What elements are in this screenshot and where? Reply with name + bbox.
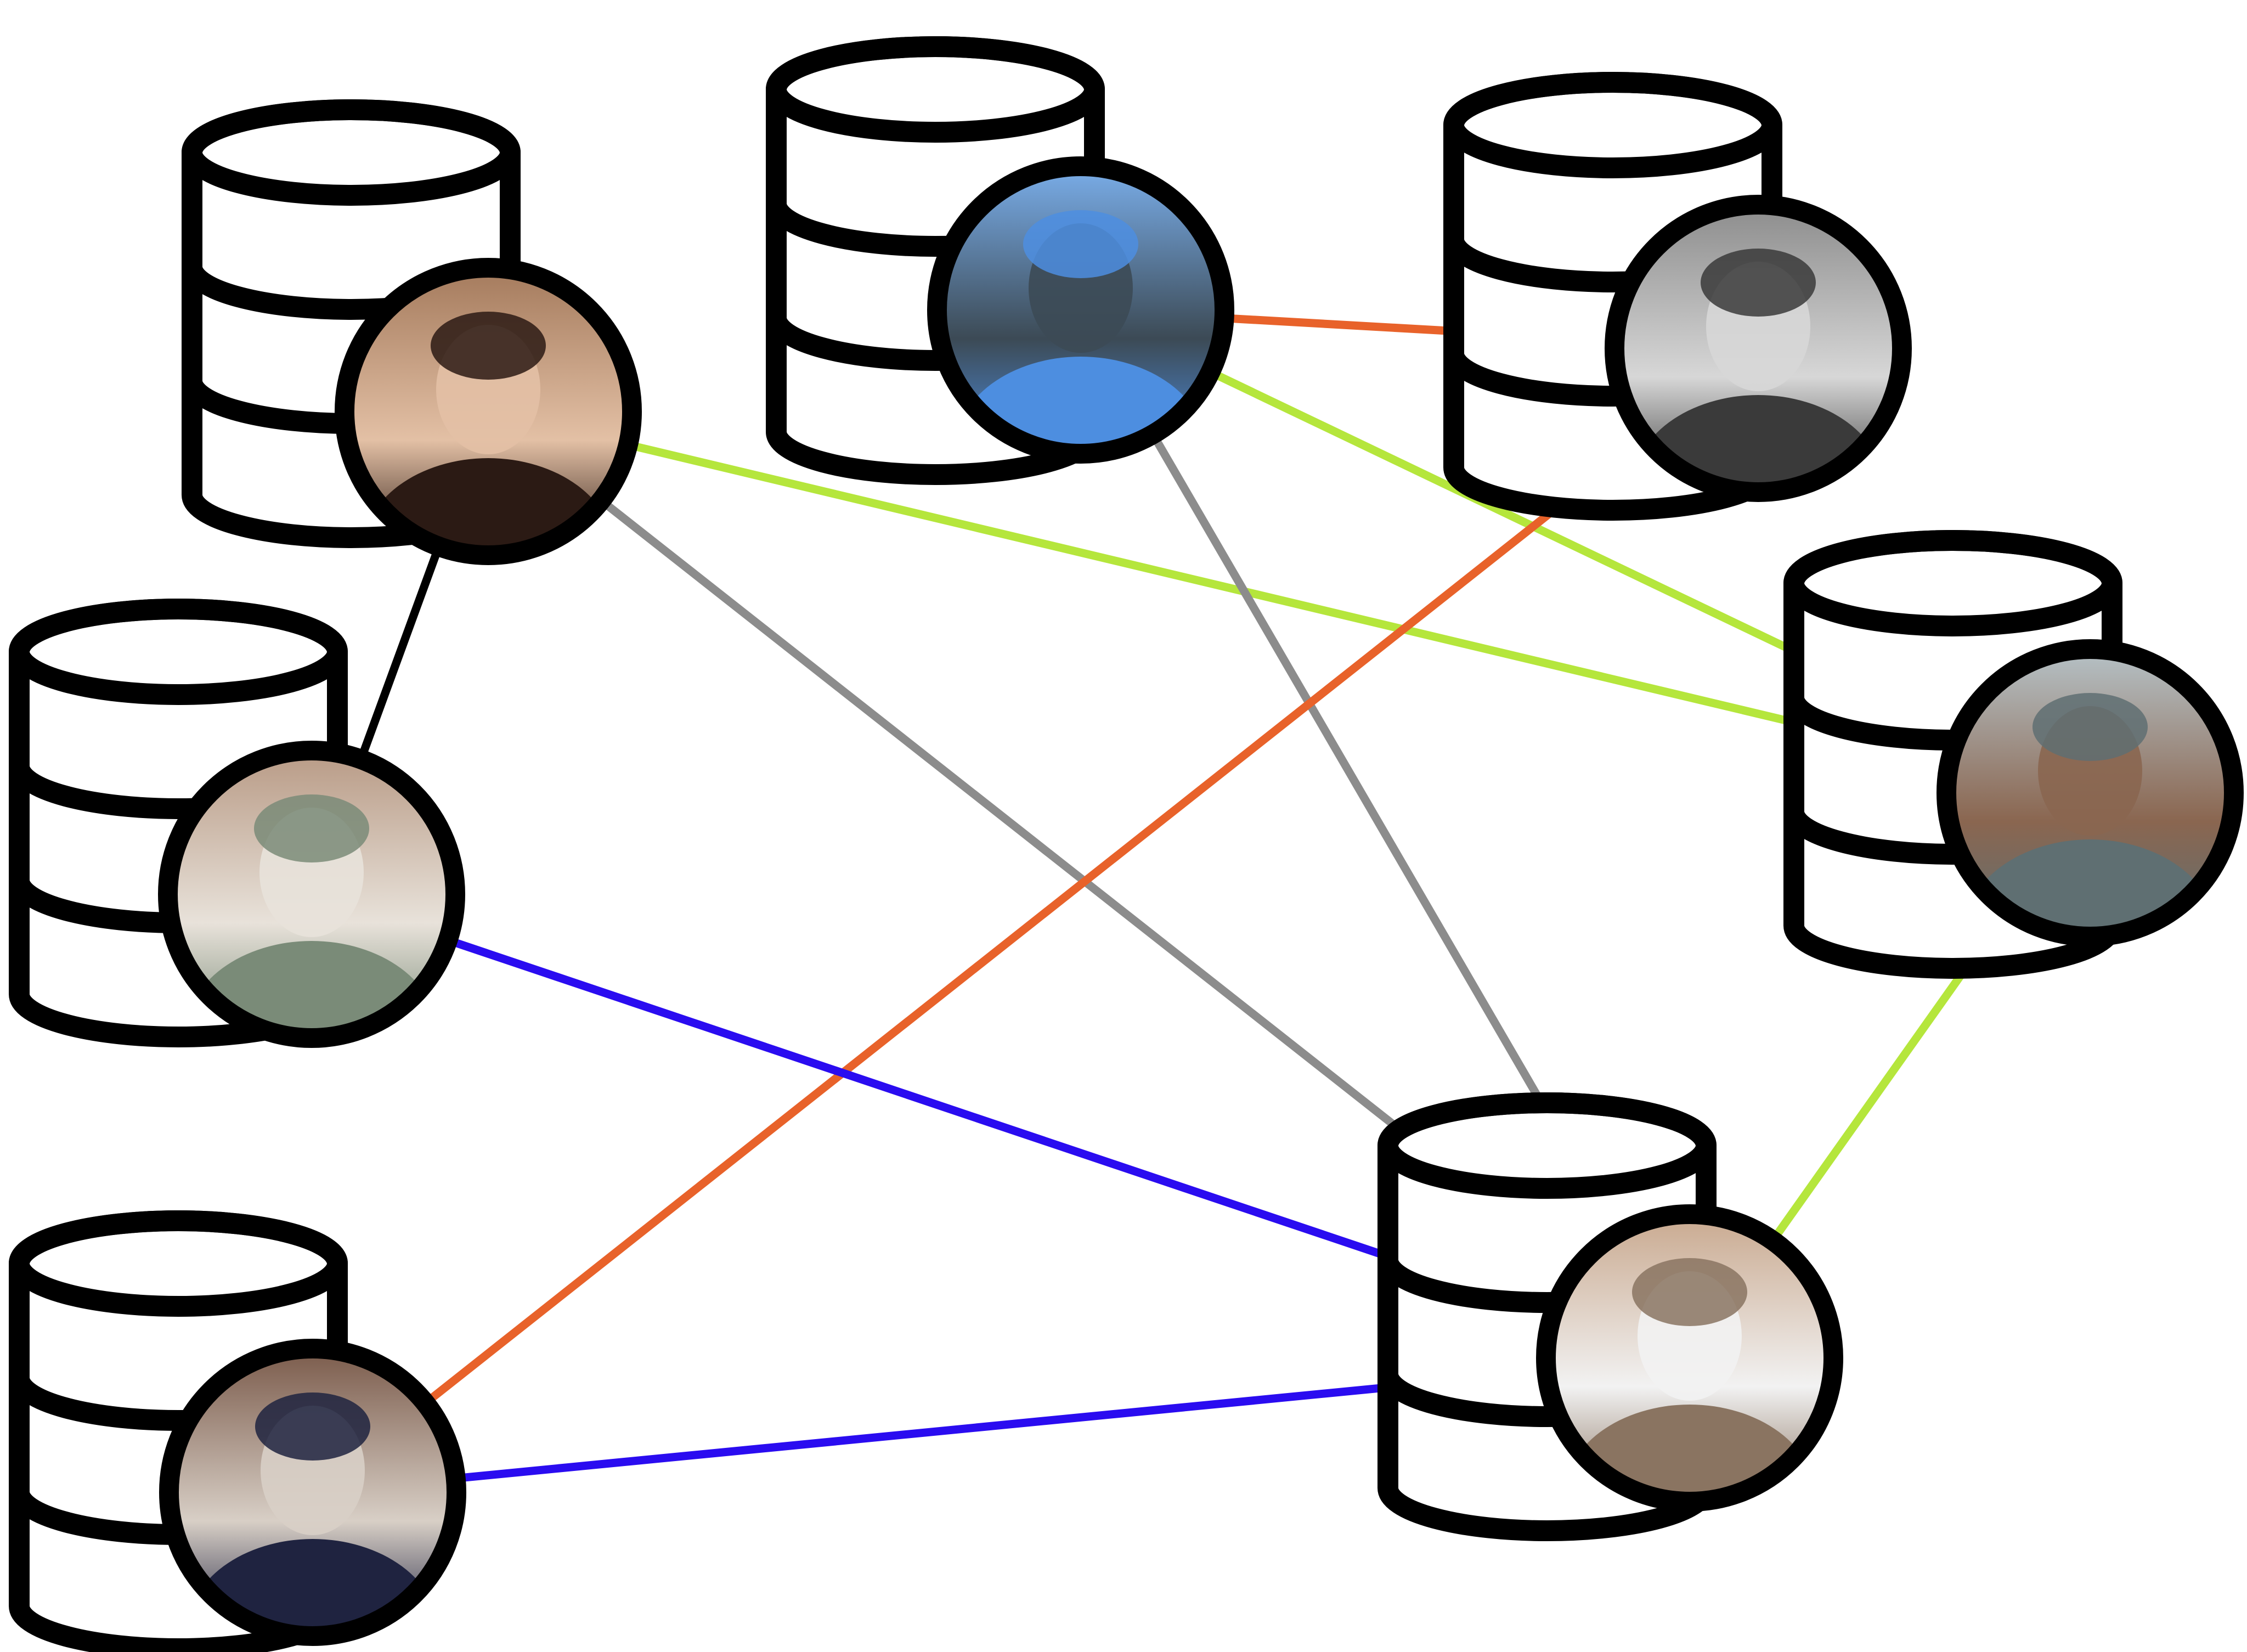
person-avatar xyxy=(159,1339,466,1646)
node-person-5 xyxy=(1783,530,2244,979)
database-lid xyxy=(9,599,348,705)
node-person-7 xyxy=(1377,1092,1843,1541)
person-avatar xyxy=(335,258,642,565)
database-lid xyxy=(9,1210,348,1317)
database-lid xyxy=(1443,72,1782,178)
database-lid xyxy=(1783,530,2122,636)
node-person-3 xyxy=(1443,72,1912,521)
node-person-2 xyxy=(766,36,1234,485)
person-avatar xyxy=(1605,195,1912,502)
person-avatar xyxy=(158,741,465,1048)
person-avatar xyxy=(927,156,1234,464)
person-avatar xyxy=(1536,1204,1843,1512)
node-person-6 xyxy=(9,1210,466,1652)
database-lid xyxy=(766,36,1105,143)
database-lid xyxy=(182,99,521,206)
node-person-1 xyxy=(182,99,642,565)
node-person-4 xyxy=(9,599,465,1048)
edge-person-3-person-6 xyxy=(308,344,1763,1497)
database-lid xyxy=(1377,1092,1717,1199)
person-avatar xyxy=(1937,639,2244,946)
database-nodes xyxy=(9,36,2244,1652)
